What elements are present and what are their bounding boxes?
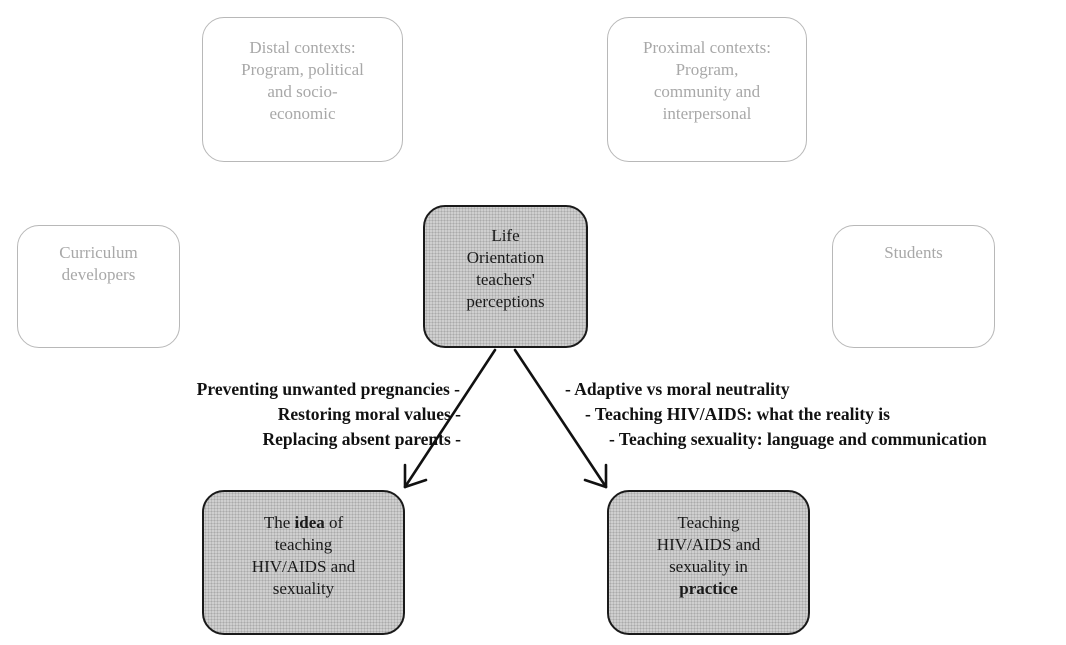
proximal-line-3: community and bbox=[653, 82, 761, 101]
idea-line-1: The idea of bbox=[263, 513, 344, 532]
idea-line-3: HIV/AIDS and bbox=[251, 557, 356, 576]
practice-line-4: practice bbox=[609, 578, 808, 600]
practice-box: Teaching HIV/AIDS and sexuality in pract… bbox=[607, 490, 810, 635]
curriculum-line-1: Curriculum bbox=[59, 243, 138, 262]
center-line-3: teachers' bbox=[476, 270, 535, 289]
proximal-line-2: Program, bbox=[675, 60, 739, 79]
arrow-to-practice-head bbox=[583, 463, 608, 489]
center-line-1: Life bbox=[491, 226, 520, 245]
left-labels: Preventing unwanted pregnancies - Restor… bbox=[196, 377, 461, 452]
center-line-4: perceptions bbox=[466, 292, 545, 311]
center-line-2: Orientation bbox=[466, 248, 545, 267]
practice-line-1: Teaching bbox=[677, 513, 740, 532]
idea-box: The idea of teaching HIV/AIDS and sexual… bbox=[202, 490, 405, 635]
idea-line-4: sexuality bbox=[272, 579, 335, 598]
right-label-2: - Teaching HIV/AIDS: what the reality is bbox=[585, 404, 890, 424]
curriculum-line-2: developers bbox=[61, 265, 136, 284]
right-label-1: - Adaptive vs moral neutrality bbox=[565, 379, 790, 399]
distal-contexts-box: Distal contexts: Program, political and … bbox=[202, 17, 403, 162]
distal-line-3: and socio- bbox=[267, 82, 338, 101]
students-line-1: Students bbox=[884, 243, 943, 262]
idea-emphasis: idea bbox=[294, 513, 325, 532]
distal-line-4: economic bbox=[269, 104, 336, 123]
students-box: Students bbox=[832, 225, 995, 348]
center-perceptions-box: Life Orientation teachers' perceptions bbox=[423, 205, 588, 348]
proximal-contexts-box: Proximal contexts: Program, community an… bbox=[607, 17, 807, 162]
arrow-to-idea-head bbox=[403, 463, 428, 489]
idea-line-2: teaching bbox=[274, 535, 333, 554]
practice-emphasis: practice bbox=[679, 579, 738, 598]
distal-line-1: Distal contexts: bbox=[249, 38, 356, 57]
distal-line-2: Program, political bbox=[241, 60, 364, 79]
left-label-1: Preventing unwanted pregnancies - bbox=[196, 379, 460, 399]
right-labels: - Adaptive vs moral neutrality - Teachin… bbox=[565, 377, 987, 452]
practice-line-2: HIV/AIDS and bbox=[656, 535, 761, 554]
left-label-3: Replacing absent parents - bbox=[262, 429, 461, 449]
right-label-3: - Teaching sexuality: language and commu… bbox=[609, 429, 987, 449]
left-label-2: Restoring moral values - bbox=[277, 404, 461, 424]
curriculum-developers-box: Curriculum developers bbox=[17, 225, 180, 348]
proximal-line-4: interpersonal bbox=[662, 104, 752, 123]
proximal-line-1: Proximal contexts: bbox=[643, 38, 771, 57]
practice-line-3: sexuality in bbox=[669, 557, 748, 576]
